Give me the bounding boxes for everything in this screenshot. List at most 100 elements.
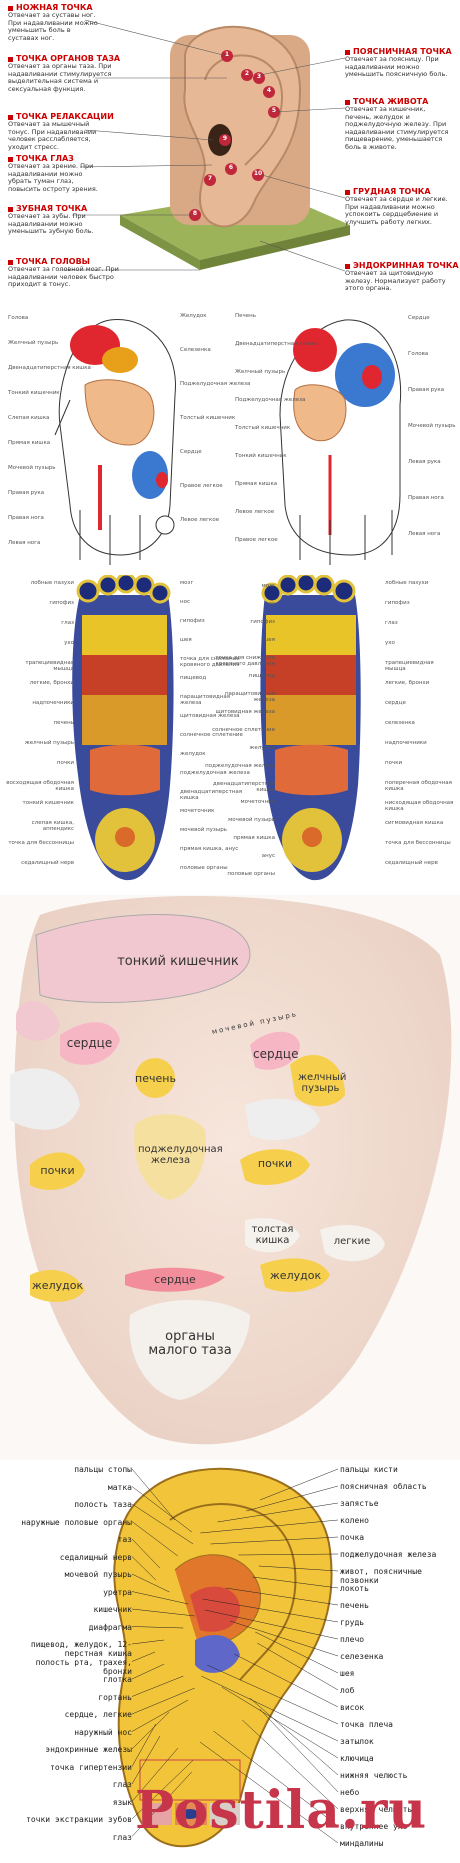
hand-organ-label: Тонкий кишечник [235,453,287,459]
ear-map-label-right: колено [340,1516,369,1525]
foot-zone-label: половые органы [227,871,275,877]
foot-zone-label: нисходящая ободочная кишка [385,800,454,812]
ear-point-title: ЗУБНАЯ ТОЧКА [16,204,88,213]
hand-organ-label: Поджелудочная железа [180,381,251,387]
ear-map-label-right: точка плеча [340,1720,393,1729]
foot-zone-label: трапециевидная мышца [385,660,434,672]
watermark: Postila.ru [135,1780,428,1841]
hand-organ-label: Правая рука [408,387,445,393]
foot-zone-label: мочевой пузырь [228,817,275,823]
hand-organ-label: Правая нога [8,515,44,521]
ear-map-leader-line [131,1556,156,1581]
face-zone-lungs: легкие [333,1236,371,1247]
ear-map-label-left: кишечник [93,1605,132,1614]
foot-zone-label: шея [263,637,275,643]
foot-zone-label: желудок [249,745,275,751]
foot-zone-label: печень [53,720,74,726]
ear-point-title: НОЖНАЯ ТОЧКА [16,3,93,12]
foot-zone-label: паращитовидная железа [224,691,275,703]
ear-model-illustration [60,19,350,272]
foot-zone-label: шея [180,637,192,643]
foot-zone-label: точка для бессонницы [385,840,451,846]
ear-point-number: 3 [256,73,262,80]
ear-map-label-right: грудь [340,1618,365,1627]
face-panel: тонкий кишечник мочевой пузырь сердце се… [0,895,460,1460]
hand-organ-label: Желчный пузырь [8,340,59,346]
ear-map-leader-line [230,1620,339,1657]
foot-zone-label: точка для снижения кровяного давления [180,656,240,668]
foot-zone-label: гипофиз [49,600,74,606]
foot-zone-label: поперечная ободочная кишка [385,780,452,792]
foot-zone-label: ухо [385,640,395,646]
foot-zone-label: мозг [261,583,275,589]
ear-map-leader-line [131,1639,165,1645]
ear-point-number: 5 [271,107,277,114]
foot-zone-label: нос [265,601,275,607]
ear-map-label-right: печень [340,1601,369,1610]
foot-zone-label: поджелудочная железа [205,763,275,769]
ear-point-title: ТОЧКА ОРГАНОВ ТАЗА [16,54,121,63]
face-zone-small-intestine: тонкий кишечник [117,954,239,969]
ear-point-desc: Отвечает за поясницу. При надавливании м… [345,55,448,78]
foot-zone-label: мочеточник [240,799,275,805]
hand-organ-label: Правое легкое [235,537,278,543]
foot-zone-label: надпочечники [32,700,74,706]
ear-map-leader-line [131,1626,184,1629]
ear-map-label-left: уретра [103,1587,132,1597]
ear-map-label-right: внутреннее ухо [340,1822,408,1831]
foot-zone-label: почки [385,760,403,766]
ear-map-leader-line [131,1591,189,1605]
ear-point-title: ТОЧКА РЕЛАКСАЦИИ [16,112,114,121]
ear-map-leader-line [131,1759,194,1820]
ear-point-number: 7 [207,175,213,182]
foot-zone-label: нос [180,599,190,605]
foot-zone-label: желудок [180,751,206,757]
ear-map-leader-line [131,1468,176,1521]
ear-map-label-left: пальцы стопы [74,1465,132,1474]
ear-map-leader-line [199,1741,339,1844]
ear-map-label-right: живот, поясничные позвонки [340,1567,422,1585]
ear-map-leader-line [249,1697,339,1776]
ear-point-number: 9 [222,135,228,142]
ear-map-leader-line [131,1538,161,1569]
ear-map-label-left: полость таза [74,1500,132,1509]
ear-map-label-right: лоб [340,1686,355,1695]
ear-point-desc: Отвечает за мышечный тонус. При надавлив… [8,120,97,151]
ear-point-title: ПОЯСНИЧНАЯ ТОЧКА [353,47,452,56]
ear-map-label-right: почка [340,1533,365,1542]
face-zone-heart-right: сердце [253,1047,299,1061]
face-zone-stomach-left: желудок [31,1279,84,1292]
face-zone-gallbladder: желчный пузырь [298,1072,347,1094]
ear-map-leader-line [258,1565,339,1572]
foot-zone-label: почки [56,760,74,766]
foot-zone-label: паращитовидная железа [180,694,231,706]
ear-map-label-left: наружные половые органы [21,1517,132,1527]
ear-map-label-right: нижняя челюсть [340,1771,408,1780]
ear-map-label-left: точка гипертензии [50,1762,132,1772]
ear-map-leader-line [131,1771,192,1837]
ear-point-title: ТОЧКА ГЛАЗ [16,154,74,163]
face-zone-pancreas: поджелудочная железа [138,1144,223,1166]
ear-map-label-right: ключица [340,1754,374,1763]
ear-point-number: 8 [192,210,198,217]
ear-point-desc: Отвечает за кишечник, печень, желудок и … [345,105,449,151]
hand-organ-label: Мочевой пузырь [408,423,456,429]
face-zone-kidneys-right: почки [257,1157,293,1170]
ear-point-number: 6 [228,164,234,171]
ear-map-leader-line [131,1747,179,1802]
foot-zone-label: лобные пазухи [385,580,429,586]
ear-map-leader-line [131,1723,156,1767]
ear-map-label-left: глаз [112,1780,132,1789]
ear-map-leader-line [131,1663,165,1680]
ear-map-label-left: диафрагма [88,1622,132,1632]
foot-zone-label: седалищный нерв [385,860,438,866]
ear-map-leader-line [131,1503,194,1545]
ear-point-desc: Отвечает за суставы ног. При надавливани… [8,11,98,42]
hand-organ-label: Голова [408,351,429,357]
